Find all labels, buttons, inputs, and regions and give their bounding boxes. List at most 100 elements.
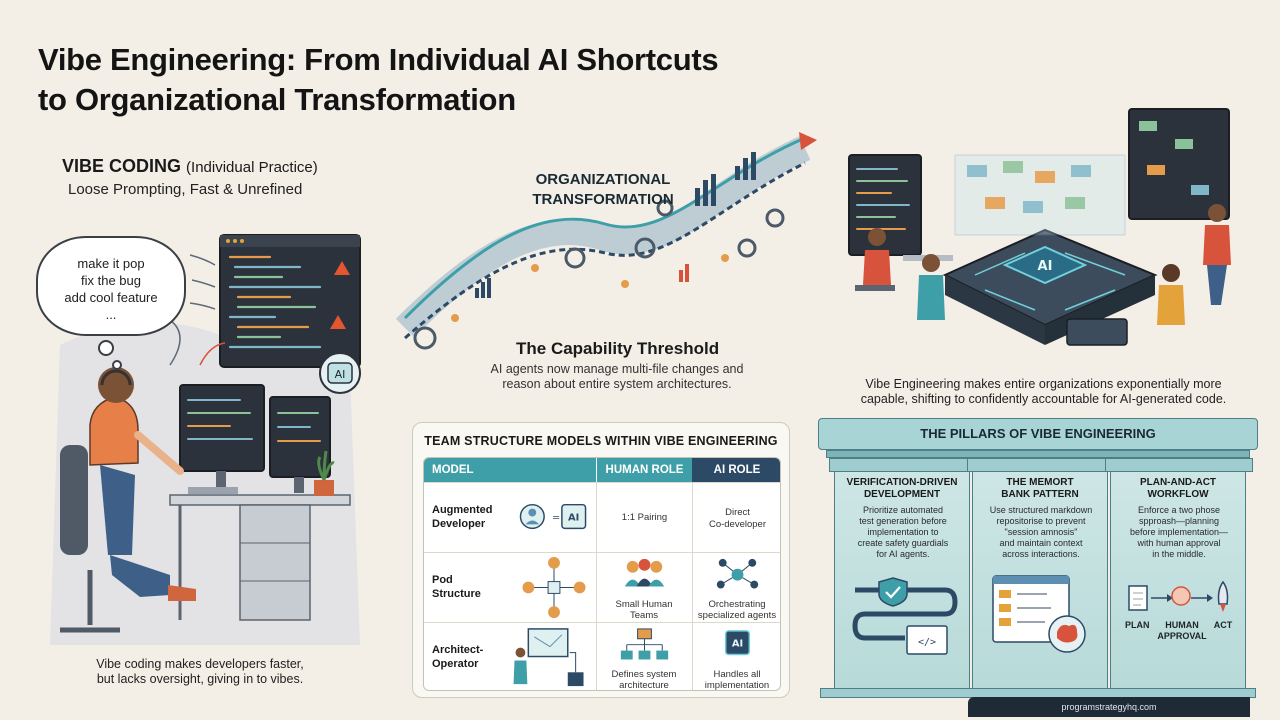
heading-line: ORGANIZATIONAL [535,171,671,188]
vibe-coding-subtitle: Loose Prompting, Fast & Unrefined [68,181,303,198]
vibe-coding-caption: Vibe coding makes developers faster, but… [60,657,340,687]
pillar-desc-line: and maintain context [999,538,1083,548]
vibe-coding-heading-sub: (Individual Practice) [186,159,318,176]
caption-line: Vibe coding makes developers faster, [96,657,304,671]
vibe-coding-illustration: AI [50,234,361,645]
heading-line: TRANSFORMATION [532,191,674,208]
model-name: Pod [432,574,453,586]
ai-role: Handles all [713,669,761,680]
pillar-title-line: PLAN-AND-ACT [1139,477,1217,488]
team-structure-panel: TEAM STRUCTURE MODELS WITHIN VIBE ENGINE… [412,422,790,698]
pillar-memory-bank: THE MEMORT BANK PATTERN Use structured m… [967,458,1115,688]
pillar-title-line: DEVELOPMENT [863,489,941,500]
plan-document-icon [1128,585,1148,611]
model-name: Operator [432,658,479,670]
pillar-title-line: BANK PATTERN [1001,489,1079,500]
pillar-desc-line: across interactions. [1002,549,1080,559]
pillar-desc-line: create safety guardials [857,538,949,548]
pillar-title: PLAN-AND-ACT WORKFLOW [1111,477,1245,501]
hierarchy-icon [596,623,669,690]
brain-icon [1057,624,1078,643]
pillar-desc: Prioritize automated test generation bef… [843,505,963,560]
human-role: Small Human [615,599,673,610]
model-name: Architect- [432,644,484,656]
memory-bank-icon [992,575,1086,653]
code-window-icon [906,625,948,655]
table-row: Pod Structure Small Human Teams [424,552,780,622]
rocket-icon [1217,580,1229,605]
ai-role: Orchestrating [708,599,766,610]
pillar-title: VERIFICATION-DRIVEN DEVELOPMENT [835,477,969,501]
pillar-title-line: VERIFICATION-DRIVEN [846,477,958,488]
pillar-desc-line: Use structured markdown [989,505,1093,515]
step-human-approval: HUMAN APPROVAL [1157,620,1207,642]
pillar-desc-line: "session amnosis" [1004,527,1078,537]
ai-chip-label: AI [1038,259,1053,274]
pillars-title: THE PILLARS OF VIBE ENGINEERING [818,418,1258,450]
agent-network-icon [692,553,759,622]
thought-line: fix the bug [81,273,141,288]
hand-approval-icon [1171,586,1191,606]
pillar-title-line: THE MEMORT [1006,477,1074,488]
pillar-title-line: WORKFLOW [1147,489,1209,500]
team-structure-table: MODEL HUMAN ROLE AI ROLE Augmented Devel… [423,457,781,691]
ai-role: Co-developer [708,519,767,530]
ai-badge-label: AI [335,368,346,381]
ai-role: implementation details [704,680,770,691]
pillar-desc-line: Enforce a two phose [1137,505,1221,515]
pillar-desc-line: Prioritize automated [862,505,944,515]
table-header-ai: AI ROLE [692,458,780,482]
pillar-desc-line: test generation before [859,516,947,526]
pillar-desc-line: spproash—planning [1138,516,1220,526]
pillar-desc-line: repositorise to prevent [996,516,1086,526]
thought-line: add cool feature [64,290,158,305]
thought-bubble: make it pop fix the bug add cool feature… [36,236,186,336]
caption-line: capable, shifting to confidently account… [860,392,1227,406]
server-box [1066,318,1128,346]
growth-bars-icon [475,152,756,298]
vibe-coding-heading-main: VIBE CODING [62,156,182,176]
pillar-desc-line: implementation to [867,527,939,537]
human-role: architecture [619,680,669,691]
footer-url: programstrategyhq.com [968,697,1250,717]
step-plan: PLAN [1125,620,1150,630]
ai-role: Direct [725,507,750,518]
step-human-line: APPROVAL [1157,631,1207,641]
thought-dot [98,340,114,356]
pillar-title: THE MEMORT BANK PATTERN [973,477,1107,501]
augmented-developer-icon: = AI [519,503,587,530]
developer-figure [89,367,196,601]
caption-line: Vibe Engineering makes entire organizati… [865,377,1222,391]
transformation-wave-illustration [395,132,817,350]
pillar-desc-line: in the middle. [1152,549,1206,559]
org-transformation-heading: ORGANIZATIONAL TRANSFORMATION [508,170,698,210]
title-line-1: Vibe Engineering: From Individual AI Sho… [38,42,719,77]
table-header-model: MODEL [424,458,596,482]
floating-code-screen [219,234,361,368]
desc-line: AI agents now manage multi-file changes … [490,362,744,376]
ai-processor-icon: AI [692,623,751,690]
thought-line: ... [105,307,117,322]
pillar-verification: VERIFICATION-DRIVEN DEVELOPMENT Prioriti… [829,458,977,688]
capability-threshold-title: The Capability Threshold [516,339,720,358]
pillars-ledge [826,450,1250,458]
verification-pipeline-icon: </> [852,577,958,655]
step-act: ACT [1213,620,1233,630]
svg-text:=: = [552,512,560,523]
pillar-desc-line: for AI agents. [876,549,930,559]
svg-text:</>: </> [918,637,936,648]
step-human-line: HUMAN [1165,620,1199,630]
thought-line: make it pop [77,256,145,271]
vibe-engineering-caption: Vibe Engineering makes entire organizati… [846,377,1241,407]
arrow-head-icon [799,132,817,150]
thought-dot [112,360,122,370]
caption-line: but lacks oversight, giving in to vibes. [96,672,304,686]
human-role: Teams [630,610,658,621]
pillar-desc-line: before implementation— [1129,527,1229,537]
plan-act-flow-icon [1128,580,1229,612]
architect-operator-icon [513,628,584,687]
ai-processor-label: AI [732,639,743,650]
ai-chip-icon-label: AI [568,512,579,523]
team-structure-title: TEAM STRUCTURE MODELS WITHIN VIBE ENGINE… [424,434,778,448]
warning-icon [330,315,346,329]
